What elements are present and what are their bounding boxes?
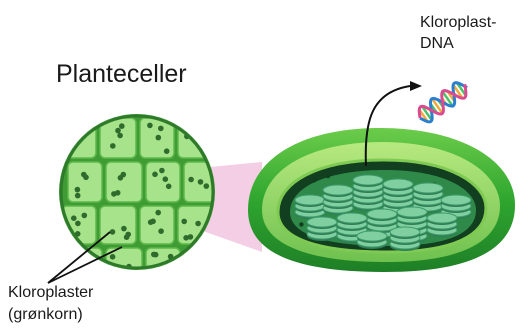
dna-helix-icon (415, 79, 471, 126)
chloroplast-label: Kloroplaster (grønkorn) (8, 282, 93, 326)
plant-cell-icon (55, 112, 225, 278)
diagram-title: Planteceller (56, 60, 187, 89)
chloroplast-icon (248, 128, 515, 272)
dna-label: Kloroplast- DNA (420, 12, 496, 54)
